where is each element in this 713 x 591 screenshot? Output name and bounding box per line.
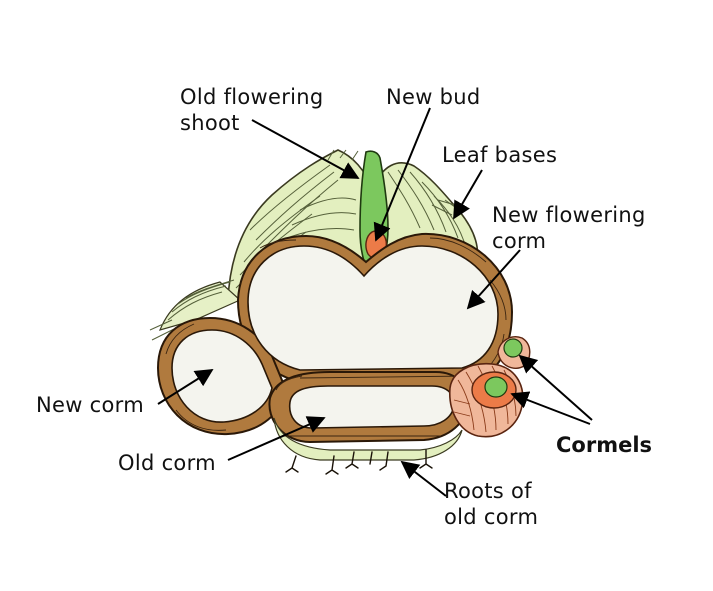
- cormels-arrow-upper: [518, 354, 593, 421]
- label-new-bud: New bud: [386, 85, 481, 109]
- label-new-flowering-corm-line2: corm: [492, 229, 546, 253]
- label-new-flowering-corm-line1: New flowering: [492, 203, 646, 227]
- corm-interiors: [171, 245, 499, 429]
- label-old-flowering-shoot-line1: Old flowering: [180, 85, 324, 109]
- label-new-corm: New corm: [36, 393, 144, 417]
- leaf-bases-arrow: [453, 169, 483, 220]
- labels: Old flowering shoot New bud Leaf bases N…: [36, 85, 652, 529]
- label-cormels: Cormels: [556, 433, 652, 457]
- label-leaf-bases: Leaf bases: [442, 143, 557, 167]
- roots-arrow: [400, 460, 447, 497]
- cormels: [449, 336, 531, 438]
- label-arrows: [157, 107, 593, 497]
- roots: [285, 449, 433, 475]
- label-roots-of-old-corm-line1: Roots of: [444, 479, 532, 503]
- cormels-arrow-lower: [510, 391, 591, 425]
- tunic-texture: [165, 237, 507, 437]
- new-flowering-corm-arrow: [466, 249, 521, 310]
- label-old-corm: Old corm: [118, 451, 216, 475]
- basal-plate: [273, 417, 463, 461]
- old-flowering-shoot-arrow: [251, 119, 360, 179]
- old-corm-arrow: [227, 416, 326, 461]
- label-old-flowering-shoot-line2: shoot: [180, 111, 240, 135]
- new-bud-arrow: [373, 107, 431, 242]
- label-roots-of-old-corm-line2: old corm: [444, 505, 538, 529]
- new-corm-arrow: [157, 369, 214, 405]
